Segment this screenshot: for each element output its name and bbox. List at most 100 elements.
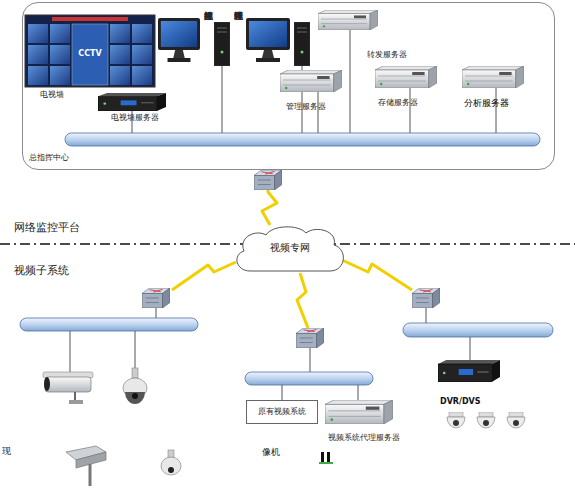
network-bus [403, 323, 553, 337]
switch-icon [296, 328, 324, 348]
storage-server: 存储服务器 [376, 67, 438, 89]
wall-banner [52, 17, 128, 21]
drop-line [496, 88, 497, 133]
free-label: 现 [2, 447, 11, 457]
node-label: 视频系统代理服务器 [328, 434, 400, 442]
camera-arm [168, 450, 174, 458]
camera-glass [125, 392, 145, 404]
server-image [280, 70, 342, 92]
dvr-device: DVR/DVS [438, 360, 500, 382]
camera-body [66, 446, 106, 460]
server-image [318, 10, 378, 30]
wall-frame [25, 15, 155, 87]
dome-camera [447, 412, 465, 428]
monitor-terminal: 视频监控终端 [159, 4, 233, 72]
drop-line [358, 385, 359, 400]
video-wall-image [25, 15, 155, 87]
drop-line [310, 348, 311, 372]
management-server: 管理服务器 [281, 71, 343, 93]
drop-line [350, 30, 351, 133]
free-label: 像机 [262, 448, 280, 458]
wall-tile [110, 66, 130, 85]
node-label: 转发服务器 [367, 51, 407, 60]
camera-mount [89, 464, 92, 486]
node-label: 原有视频系统 [247, 408, 317, 417]
dome-camera [507, 412, 525, 428]
wall-tile [28, 66, 48, 85]
drop-line [426, 308, 427, 323]
camera-body [45, 377, 91, 392]
switch-icon [142, 288, 170, 308]
drop-line [470, 337, 471, 360]
camera-base [69, 400, 83, 404]
network-bus [65, 133, 540, 146]
legacy-system-box: 原有视频系统 [246, 400, 318, 424]
drop-line [156, 308, 157, 318]
wireless-link [342, 260, 412, 290]
wall-tile [50, 45, 70, 64]
camera-shield [43, 372, 93, 378]
server-image [325, 400, 393, 424]
server-image [462, 66, 524, 88]
mark [319, 462, 333, 464]
free-label: CCTV [72, 50, 108, 59]
node-label: 管理服务器 [286, 103, 326, 112]
camera-lens [132, 393, 138, 399]
analysis-server: 分析服务器 [463, 67, 525, 89]
wall-tile [50, 24, 70, 43]
node-label: 分析服务器 [464, 99, 509, 109]
drop-line [135, 331, 136, 368]
dome-camera [477, 412, 495, 428]
small-marks [319, 452, 333, 464]
wireless-link [262, 170, 277, 225]
pc-tower-image [294, 22, 310, 66]
camera-arm [132, 368, 138, 378]
node-label: DVR/DVS [440, 398, 481, 407]
wall-center-screen [72, 24, 108, 85]
forward-server: 转发服务器 [319, 11, 379, 31]
node-label: 电视墙服务器 [111, 114, 159, 122]
drop-line [282, 385, 283, 400]
camera-dome [123, 378, 147, 398]
wall-tile [110, 24, 130, 43]
switch-icon [412, 288, 440, 308]
node-label: 电视墙 [40, 91, 64, 100]
wall-tile [28, 24, 48, 43]
drop-line [70, 331, 71, 372]
network-cloud: 视频专网 [232, 225, 347, 273]
camera-lens [168, 467, 174, 473]
drop-line [302, 66, 303, 133]
network-bus [20, 318, 198, 331]
camera-mount [74, 392, 76, 400]
wall-tile [132, 45, 152, 64]
ptz-camera [123, 368, 147, 404]
wall-tile [50, 66, 70, 85]
drop-line [318, 92, 319, 133]
drop-line [222, 66, 223, 133]
pc-tower-image [214, 22, 230, 66]
wall-server-image [98, 93, 166, 111]
drop-line [410, 88, 411, 133]
dvr-image [438, 360, 500, 382]
bullet-camera [43, 372, 93, 404]
wall-tile [28, 45, 48, 64]
node-label: 存储服务器 [378, 99, 418, 108]
management-terminal: 视频管理终端 [233, 4, 313, 72]
monitor-image [158, 18, 200, 62]
switch-icon [254, 170, 282, 190]
camera-dome [161, 457, 181, 475]
monitor-image [246, 18, 290, 62]
server-image [375, 66, 437, 88]
wireless-link [297, 273, 308, 328]
camera-body [76, 452, 106, 468]
proxy-server: 视频系统代理服务器 [325, 400, 393, 424]
drop-lines [132, 30, 496, 133]
node-label: 视频专网 [232, 242, 347, 253]
free-label: 视频子系统 [14, 265, 69, 277]
command-center-box: 总指挥中心电视墙电视墙服务器视频监控终端视频管理终端转发服务器管理服务器存储服务… [22, 2, 555, 170]
mark [321, 452, 324, 464]
